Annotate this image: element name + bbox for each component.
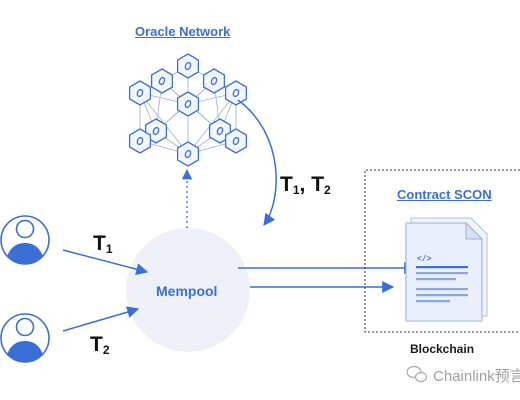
- t1-t2-label: T1, T2: [280, 173, 331, 197]
- user-2-to-mempool-arrow: [62, 306, 140, 332]
- oracle-node-icon: [150, 68, 174, 94]
- contract-document-icon: </>: [405, 217, 488, 322]
- t-label: T: [93, 232, 106, 255]
- oracle-node-icon: [176, 53, 200, 79]
- oracle-node-icon: [176, 91, 200, 117]
- mempool-circle: [126, 228, 250, 352]
- user-2-avatar: [0, 313, 50, 363]
- t-subscript: 1: [292, 183, 300, 197]
- watermark-text: Chainlink预言: [433, 368, 520, 385]
- user-1-avatar: [0, 215, 50, 265]
- oracle-node-icon: [224, 128, 248, 154]
- blockchain-box: [364, 169, 520, 333]
- t-subscript: 2: [102, 343, 110, 357]
- t-subscript: 2: [324, 183, 331, 197]
- t-subscript: 1: [105, 242, 113, 256]
- oracle-network-title[interactable]: Oracle Network: [135, 24, 231, 39]
- separator: ,: [299, 173, 306, 196]
- t2-label: T2: [90, 333, 110, 357]
- t1-label: T1: [93, 232, 113, 256]
- oracle-node-icon: [128, 80, 152, 106]
- contract-code-symbol: </>: [417, 255, 432, 264]
- blockchain-label: Blockchain: [410, 342, 475, 356]
- mempool-label: Mempool: [156, 283, 218, 299]
- oracle-to-mempool-arrow: [237, 99, 277, 226]
- oracle-node-icon: [176, 141, 200, 167]
- oracle-node-icon: [224, 80, 248, 106]
- oracle-nodes: [128, 53, 248, 167]
- wechat-icon: [406, 365, 428, 383]
- t-label: T: [280, 173, 293, 196]
- t-label: T: [90, 333, 103, 356]
- user-1-to-mempool-arrow: [62, 249, 149, 276]
- contract-title[interactable]: Contract SCON: [397, 187, 492, 202]
- oracle-network-graphic: [128, 53, 248, 167]
- t-label: T: [311, 173, 325, 196]
- oracle-node-icon: [202, 68, 226, 94]
- oracle-node-icon: [128, 128, 152, 154]
